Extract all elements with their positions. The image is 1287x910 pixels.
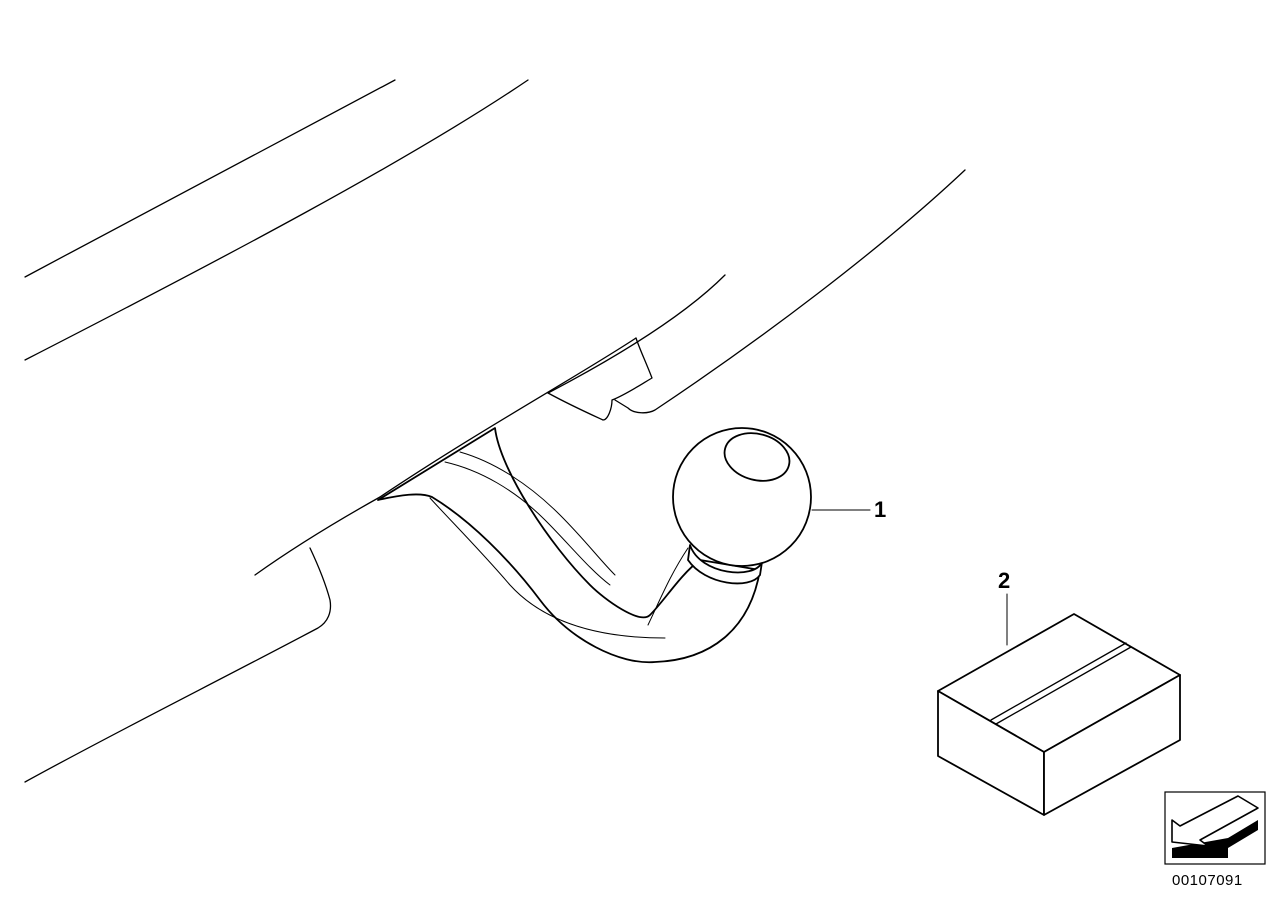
hitch-arm-contour-1 bbox=[444, 461, 611, 586]
tow-hitch-arm bbox=[377, 427, 761, 664]
orientation-box bbox=[1164, 791, 1266, 865]
bumper-lower-line-2 bbox=[254, 496, 381, 576]
hitch-arm-contour-3 bbox=[429, 497, 666, 639]
callout-2: 2 bbox=[998, 568, 1010, 646]
vehicle-body bbox=[24, 79, 966, 783]
body-line-upper-2 bbox=[24, 79, 529, 361]
callout-2-number: 2 bbox=[998, 568, 1010, 593]
box-part bbox=[937, 613, 1181, 816]
body-line-upper-1 bbox=[24, 79, 396, 278]
hitch-arm-neck bbox=[647, 547, 689, 626]
drawing-id: 00107091 bbox=[1172, 872, 1243, 889]
body-line-right bbox=[614, 169, 966, 414]
bumper-recess bbox=[547, 337, 653, 421]
box-side bbox=[1043, 674, 1181, 816]
callout-1-number: 1 bbox=[874, 497, 886, 522]
arrow-icon bbox=[1171, 795, 1259, 858]
box-tape-line-2 bbox=[995, 646, 1132, 725]
box-tape-line-1 bbox=[990, 642, 1127, 721]
hitch-arm-contour-2 bbox=[459, 451, 616, 576]
tow-ball bbox=[672, 427, 812, 585]
bumper-lower-line bbox=[379, 337, 637, 498]
hitch-arm-body bbox=[377, 427, 761, 664]
tow-ball-highlight bbox=[723, 432, 791, 482]
bumper-upper-edge bbox=[547, 274, 726, 394]
body-line-lower bbox=[24, 547, 332, 783]
tow-ball-collar bbox=[687, 544, 763, 585]
callout-1: 1 bbox=[811, 497, 886, 522]
